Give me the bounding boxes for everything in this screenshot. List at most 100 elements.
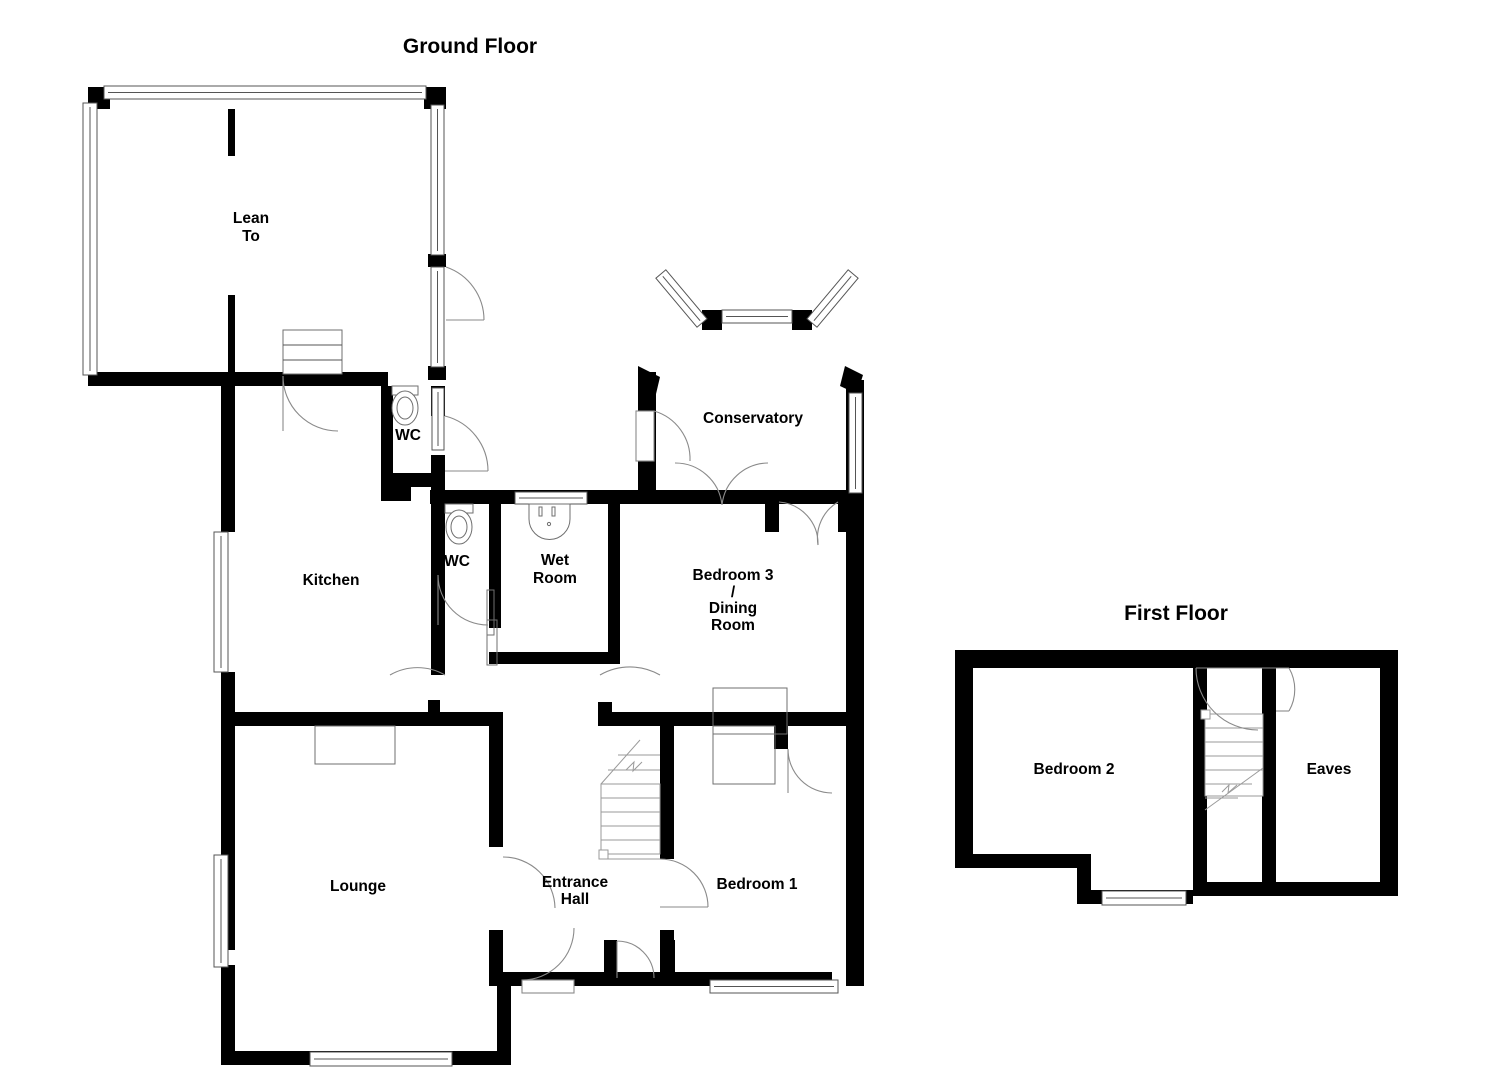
- wall-stub-bedroom3-door-jamb-right: [838, 500, 852, 532]
- wall-ff-south-right: [1193, 882, 1398, 896]
- wall-corner-leanto-ne: [424, 87, 446, 109]
- door-front-entrance-leaf: [521, 979, 575, 994]
- wall-lounge-west-lower: [221, 965, 235, 1065]
- wall-hall-bedroom1-lower: [660, 930, 674, 978]
- wall-wetroom-north-right: [575, 490, 855, 504]
- door-wc-upper-swing: [444, 415, 489, 472]
- room-label-lean-to-line2: To: [242, 228, 260, 245]
- wall-stub-leanto-top: [228, 109, 235, 156]
- door-conservatory-leaf: [635, 410, 655, 462]
- wall-wetroom-east: [608, 504, 620, 652]
- door-conservatory-dining-left-swing: [674, 462, 723, 506]
- toilet-wc-upper-bowl: [391, 390, 419, 426]
- room-label-bedroom2: Bedroom 2: [1034, 761, 1115, 778]
- first-floor-doors: [1195, 667, 1296, 731]
- room-label-kitchen: Kitchen: [303, 572, 360, 589]
- stair-direction-arrow: [625, 760, 643, 773]
- wall-east-mid: [846, 711, 864, 741]
- door-front-entrance-swing: [521, 927, 575, 981]
- door-lounge-hall-swing: [502, 856, 556, 909]
- wall-stub-leanto-lower: [228, 295, 235, 375]
- door-hall-inner-swing: [616, 940, 655, 979]
- wall-east-lower: [846, 741, 864, 986]
- wall-conservatory-corner-nw: [702, 310, 722, 330]
- window-wetroom-west-small-b: [486, 619, 498, 666]
- wall-block-leanto-door-lower: [428, 254, 446, 267]
- door-conservatory-dining-right-swing: [721, 462, 769, 506]
- stair-winder-diagonal: [600, 739, 641, 785]
- window-conservatory-ne-diagonal: [806, 269, 859, 328]
- door-conservatory-swing: [653, 410, 691, 462]
- wall-ff-north: [955, 650, 1398, 668]
- wall-wc-lower-north-left: [381, 487, 411, 501]
- basin-tap-right: [551, 506, 556, 517]
- wall-dining-south: [606, 712, 846, 726]
- wall-ff-stair-west: [1193, 668, 1207, 896]
- room-label-entrance-hall-line1: Entrance: [542, 874, 609, 891]
- room-label-bedroom3-line3: Dining: [709, 600, 757, 617]
- wall-wc-upper-west: [381, 386, 393, 487]
- ground-floor-doors: [282, 266, 839, 994]
- room-label-wc-lower: WC: [444, 553, 470, 570]
- wall-leanto-bottom-right: [228, 372, 388, 386]
- basin-plug: [546, 521, 552, 527]
- wall-lounge-east-upper: [489, 712, 503, 847]
- bedroom1-recess: [712, 725, 776, 785]
- door-hall-bedroom1-swing: [659, 858, 709, 908]
- wall-lounge-east-lower: [489, 930, 503, 985]
- window-conservatory-nw-diagonal: [655, 269, 708, 328]
- wall-wc-upper-south: [381, 473, 445, 487]
- wall-hall-bedroom1-upper: [660, 719, 674, 859]
- wall-ff-west: [955, 650, 973, 868]
- door-kitchen-leanto-swing: [282, 375, 339, 432]
- door-bedroom1-swing: [787, 748, 833, 794]
- toilet-wc-lower-bowl: [445, 509, 473, 545]
- staircase-down-landing: [1200, 709, 1264, 811]
- wall-ff-south-west: [955, 854, 1091, 868]
- conservatory-glazing: [655, 269, 863, 494]
- kitchen-counter-unit: [282, 329, 343, 375]
- wall-east-upper: [846, 490, 864, 711]
- stair-ff-newel-post: [1200, 709, 1211, 720]
- first-floor-title: First Floor: [1124, 602, 1228, 625]
- door-wc-lower-swing: [437, 574, 489, 626]
- wall-leanto-bottom-left: [88, 372, 235, 386]
- wall-kitchen-west-mid: [221, 672, 235, 719]
- wall-stub-lounge-door-jamb: [428, 700, 440, 720]
- basin-tap-left: [538, 506, 543, 517]
- wall-lounge-north: [221, 712, 501, 726]
- first-floor-windows: [1101, 890, 1187, 906]
- dining-room-recess: [712, 687, 788, 735]
- wall-conservatory-corner-ne: [792, 310, 812, 330]
- stair-ff-direction-arrow: [1221, 783, 1238, 795]
- ground-floor-fixtures: [282, 329, 788, 785]
- ground-floor-room-labels: Lean To WC WC Kitchen Wet Room Conservat…: [233, 210, 803, 908]
- room-label-bedroom3-line2: /: [731, 584, 736, 601]
- first-floor-room-labels: Bedroom 2 Eaves: [1034, 761, 1352, 778]
- ground-floor-title: Ground Floor: [403, 35, 537, 58]
- stair-newel-post: [598, 849, 609, 860]
- door-landing-bedroom2-swing: [1195, 667, 1259, 731]
- first-floor-walls: [955, 650, 1398, 904]
- wall-wc-lower-east: [489, 504, 501, 628]
- wall-ff-stair-east: [1262, 668, 1276, 896]
- door-landing-secondary-swing: [1288, 667, 1296, 712]
- ground-floor-windows: [213, 387, 839, 1067]
- wall-ff-east: [1380, 650, 1398, 896]
- room-label-wet-room-line1: Wet: [541, 552, 569, 569]
- wall-conservatory-corner-wnw: [638, 366, 660, 394]
- toilet-wc-lower-seat: [450, 515, 468, 539]
- wall-lounge-south-jog: [497, 972, 511, 1065]
- room-label-wet-room-line2: Room: [533, 570, 577, 587]
- wall-wetroom-south: [489, 652, 620, 664]
- room-label-bedroom3-line4: Room: [711, 617, 755, 634]
- stair-ff-winder-diagonal: [1204, 767, 1264, 811]
- door-bedroom3-right-swing: [816, 501, 839, 546]
- wall-wc-lower-west: [431, 487, 445, 575]
- lounge-fireplace: [314, 725, 396, 765]
- lean-to-glazing: [82, 85, 445, 376]
- room-label-entrance-hall-line2: Hall: [561, 891, 589, 908]
- toilet-wc-upper-seat: [396, 396, 414, 420]
